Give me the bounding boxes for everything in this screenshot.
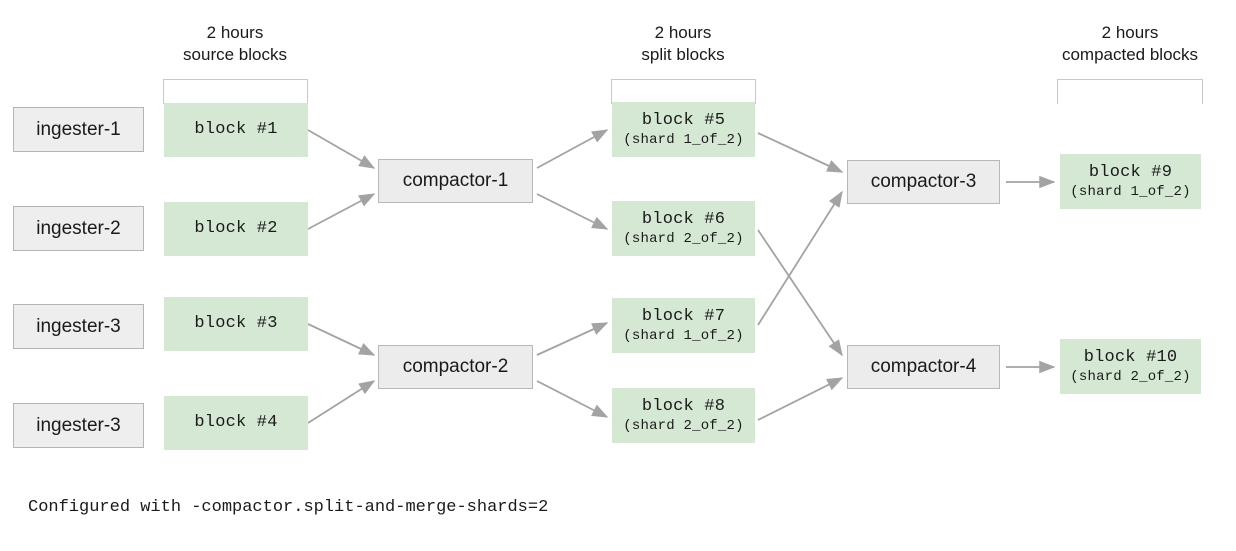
compactor-box-1[interactable]: compactor-1 xyxy=(378,159,533,203)
compacted-block-10-shard: (shard 2_of_2) xyxy=(1070,369,1191,386)
ingester-box-3[interactable]: ingester-3 xyxy=(13,304,144,349)
source-block-2-label: block #2 xyxy=(194,219,278,239)
edge-block7-compactor3 xyxy=(757,190,843,326)
compactor-box-4[interactable]: compactor-4 xyxy=(847,345,1000,389)
split-block-7-label: block #7 xyxy=(641,306,726,326)
ingester-box-2[interactable]: ingester-2 xyxy=(13,206,144,251)
edge-block5-compactor3 xyxy=(757,132,844,173)
source-block-3[interactable]: block #3 xyxy=(164,297,308,351)
bracket-split-blocks xyxy=(611,79,756,104)
group-label-source-line2: source blocks xyxy=(183,45,287,65)
edge-compactor1-block6 xyxy=(536,193,609,230)
split-block-8-label: block #8 xyxy=(641,396,726,416)
diagram-caption: Configured with -compactor.split-and-mer… xyxy=(28,498,549,517)
split-block-6[interactable]: block #6 (shard 2_of_2) xyxy=(612,201,755,256)
edge-compactor1-block5 xyxy=(536,129,609,169)
group-label-source: 2 hours source blocks xyxy=(155,22,315,66)
edge-block6-compactor4 xyxy=(757,229,843,357)
source-block-1-label: block #1 xyxy=(194,120,278,140)
split-block-6-shard: (shard 2_of_2) xyxy=(623,231,744,248)
ingester-box-1[interactable]: ingester-1 xyxy=(13,107,144,152)
ingester-box-4[interactable]: ingester-3 xyxy=(13,403,144,448)
split-block-5[interactable]: block #5 (shard 1_of_2) xyxy=(612,102,755,157)
group-label-split: 2 hours split blocks xyxy=(603,22,763,66)
split-block-5-shard: (shard 1_of_2) xyxy=(623,132,744,149)
group-label-split-line1: 2 hours xyxy=(654,23,712,42)
ingester-label-1: ingester-1 xyxy=(36,118,121,140)
edge-block4-compactor2 xyxy=(307,380,376,424)
compacted-block-10-label: block #10 xyxy=(1083,347,1178,367)
group-label-source-line1: 2 hours xyxy=(206,23,264,42)
source-block-1[interactable]: block #1 xyxy=(164,103,308,157)
bracket-source-blocks xyxy=(163,79,308,104)
split-block-5-label: block #5 xyxy=(641,110,726,130)
split-block-6-label: block #6 xyxy=(641,209,726,229)
compactor-label-3: compactor-3 xyxy=(870,171,977,193)
source-block-4[interactable]: block #4 xyxy=(164,396,308,450)
group-label-compacted-line1: 2 hours xyxy=(1101,23,1159,42)
compactor-label-2: compactor-2 xyxy=(402,356,509,378)
split-block-8-shard: (shard 2_of_2) xyxy=(623,418,744,435)
edge-block3-compactor2 xyxy=(307,323,376,356)
compactor-label-4: compactor-4 xyxy=(870,356,977,378)
split-block-7-shard: (shard 1_of_2) xyxy=(623,328,744,345)
compactor-box-3[interactable]: compactor-3 xyxy=(847,160,1000,204)
edge-block2-compactor1 xyxy=(307,193,376,230)
group-label-compacted-line2: compacted blocks xyxy=(1061,45,1199,65)
edge-compactor2-block8 xyxy=(536,380,609,418)
edge-compactor2-block7 xyxy=(536,322,609,356)
ingester-label-3: ingester-3 xyxy=(36,315,121,337)
compacted-block-9-label: block #9 xyxy=(1088,162,1173,182)
compactor-label-1: compactor-1 xyxy=(402,170,509,192)
compactor-box-2[interactable]: compactor-2 xyxy=(378,345,533,389)
compacted-block-9-shard: (shard 1_of_2) xyxy=(1070,184,1191,201)
source-block-2[interactable]: block #2 xyxy=(164,202,308,256)
source-block-3-label: block #3 xyxy=(194,314,278,334)
edge-block8-compactor4 xyxy=(757,377,844,421)
group-label-compacted: 2 hours compacted blocks xyxy=(1040,22,1220,66)
ingester-label-2: ingester-2 xyxy=(36,217,121,239)
split-block-8[interactable]: block #8 (shard 2_of_2) xyxy=(612,388,755,443)
compacted-block-9[interactable]: block #9 (shard 1_of_2) xyxy=(1060,154,1201,209)
source-block-4-label: block #4 xyxy=(194,413,278,433)
compacted-block-10[interactable]: block #10 (shard 2_of_2) xyxy=(1060,339,1201,394)
group-label-split-line2: split blocks xyxy=(641,45,725,65)
ingester-label-4: ingester-3 xyxy=(36,414,121,436)
bracket-compacted-blocks xyxy=(1057,79,1203,104)
split-block-7[interactable]: block #7 (shard 1_of_2) xyxy=(612,298,755,353)
edge-block1-compactor1 xyxy=(307,129,376,169)
